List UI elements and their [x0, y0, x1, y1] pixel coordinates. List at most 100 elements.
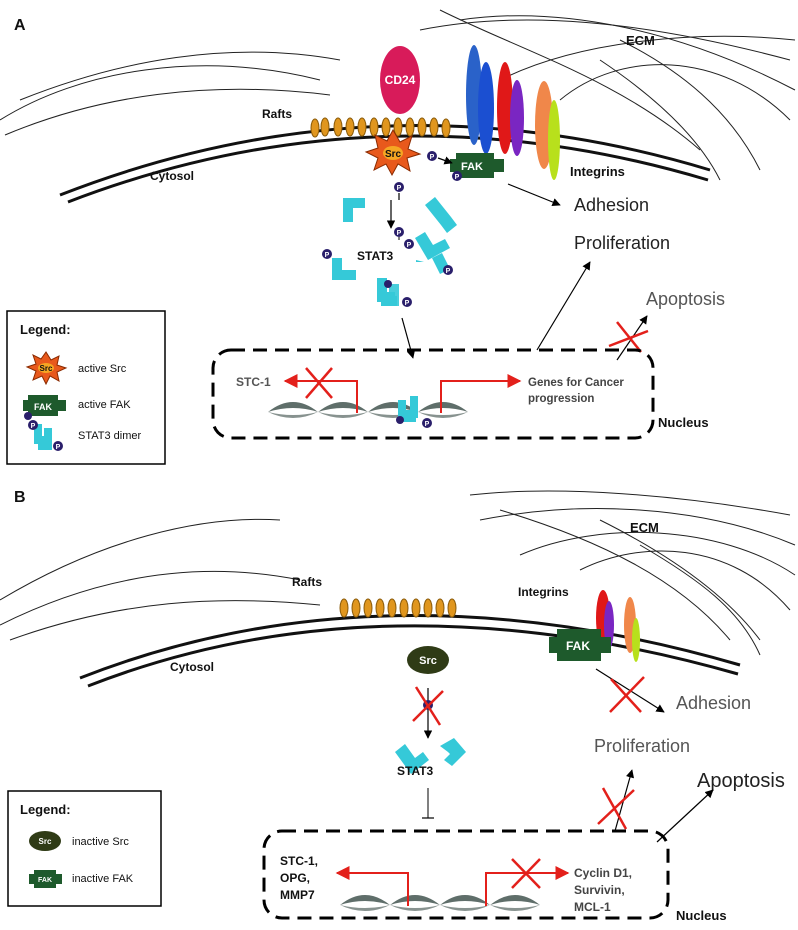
dna-helix-a — [268, 402, 468, 418]
legend-src-icon-label: Src — [40, 364, 53, 373]
phospho-a4 — [443, 265, 453, 275]
src-label: Src — [385, 149, 402, 160]
right-genes-arrow-b — [485, 866, 570, 906]
right-gene-3: MCL-1 — [574, 900, 611, 914]
right-gene-2: Survivin, — [574, 883, 625, 897]
phospho-a3-label: P — [407, 242, 412, 249]
left-gene-3: MMP7 — [280, 888, 315, 902]
genes-to-apoptosis-arrow-b — [656, 789, 714, 843]
legend-inactive-src-icon — [29, 831, 61, 851]
bound-dimer-phospho-label: P — [425, 421, 430, 428]
integrins — [466, 45, 560, 180]
legend-a-title: Legend: — [20, 322, 71, 337]
proliferation-b-label: Proliferation — [594, 736, 690, 756]
nucleus-a-label: Nucleus — [658, 415, 709, 430]
left-genes-arrow-b — [335, 866, 409, 906]
legend-a — [6, 310, 166, 465]
panel-a: A ECM — [0, 9, 796, 465]
fak-to-adhesion-arrow — [507, 183, 561, 207]
legend-stat3-dimer: STAT3 dimer — [78, 430, 141, 442]
apoptosis-label: Apoptosis — [646, 289, 725, 309]
legend-inactive-fak-icon — [29, 870, 62, 888]
ecm-label: ECM — [626, 33, 655, 48]
legend-inactive-fak: inactive FAK — [72, 873, 134, 885]
left-gene-2: OPG, — [280, 871, 310, 885]
ecm-fibers-b — [0, 490, 796, 656]
panel-b: B ECM — [0, 489, 796, 923]
stc1-blocked-x — [305, 367, 333, 399]
dna-bound-dimer: P — [396, 396, 432, 428]
apoptosis-b-label: Apoptosis — [697, 770, 785, 792]
legend-active-fak: active FAK — [78, 399, 131, 411]
fak-b-label: FAK — [566, 639, 590, 653]
legend-inactive-src-icon-label: Src — [39, 837, 52, 846]
src-phospho-down-label: P — [397, 185, 402, 192]
legend-b-title: Legend: — [20, 802, 71, 817]
cytosol-label: Cytosol — [150, 169, 194, 183]
legend-dimer-p2: P — [56, 444, 61, 451]
legend-inactive-fak-icon-label: FAK — [38, 877, 52, 884]
phospho-a2 — [322, 249, 332, 259]
panel-b-label: B — [14, 489, 26, 506]
legend-b — [7, 790, 162, 907]
legend-dimer-p1: P — [31, 423, 36, 430]
proliferation-label: Proliferation — [574, 233, 670, 253]
stat3-monomers-b — [395, 738, 466, 774]
adhesion-blocked-x — [609, 676, 645, 713]
src-phospho-right-label: P — [430, 154, 435, 161]
nucleus-b-label: Nucleus — [676, 908, 727, 923]
left-gene-1: STC-1, — [280, 854, 318, 868]
stat3-dimer: P — [377, 278, 412, 307]
active-fak: FAK P — [450, 153, 504, 181]
genes-to-proliferation-arrow — [536, 261, 591, 351]
inactive-fak — [549, 629, 611, 661]
cancer-genes-arrow — [440, 374, 522, 413]
legend-stat3-dimer-icon: P P — [28, 420, 63, 451]
stc1-label: STC-1 — [236, 375, 271, 389]
legend-fak-icon — [23, 395, 66, 416]
plasma-membrane-b — [79, 614, 741, 688]
phospho-a2-label: P — [325, 252, 330, 259]
panel-a-label: A — [14, 17, 26, 34]
phospho-a1-label: P — [397, 230, 402, 237]
legend-active-src: active Src — [78, 363, 127, 375]
rafts-b-label: Rafts — [292, 575, 322, 589]
rafts-label: Rafts — [262, 107, 292, 121]
genes-label-line2: progression — [528, 393, 594, 405]
apoptosis-blocked-x — [608, 321, 649, 353]
phospho-a1 — [394, 227, 404, 237]
src-phospho-right — [427, 151, 437, 161]
src-to-fak-arrow — [437, 156, 453, 165]
lipid-rafts — [310, 117, 451, 138]
dna-helix-b — [340, 895, 540, 911]
integrins-b-label: Integrins — [518, 585, 569, 599]
phospho-a3 — [404, 239, 414, 249]
src-stat3-blocked-x — [412, 686, 444, 726]
right-genes-blocked-x — [511, 858, 541, 889]
src-phospho-down — [394, 182, 404, 192]
nucleus-a — [211, 348, 655, 440]
inactive-src — [407, 646, 449, 674]
stat3-b-label: STAT3 — [397, 764, 434, 778]
dimer-to-nucleus-arrow — [401, 317, 416, 359]
src-b-label: Src — [419, 655, 437, 667]
proliferation-blocked-x — [597, 787, 635, 830]
stat3-label: STAT3 — [357, 249, 394, 263]
dimer-phospho-label: P — [405, 300, 410, 307]
cd24-protein — [380, 46, 420, 114]
ecm-b-label: ECM — [630, 520, 659, 535]
stc1-arrow — [283, 374, 358, 413]
ecm-fibers — [0, 9, 796, 181]
legend-fak-icon-label: FAK — [34, 402, 53, 412]
fak-label: FAK — [461, 161, 483, 173]
stat3-monomers — [332, 197, 457, 280]
genes-label-line1: Genes for Cancer — [528, 377, 624, 389]
adhesion-b-label: Adhesion — [676, 693, 751, 713]
adhesion-label: Adhesion — [574, 195, 649, 215]
cytosol-b-label: Cytosol — [170, 660, 214, 674]
integrins-label: Integrins — [570, 164, 625, 179]
nucleus-b — [262, 829, 670, 920]
lipid-rafts-b — [339, 598, 457, 618]
legend-inactive-src: inactive Src — [72, 836, 129, 848]
